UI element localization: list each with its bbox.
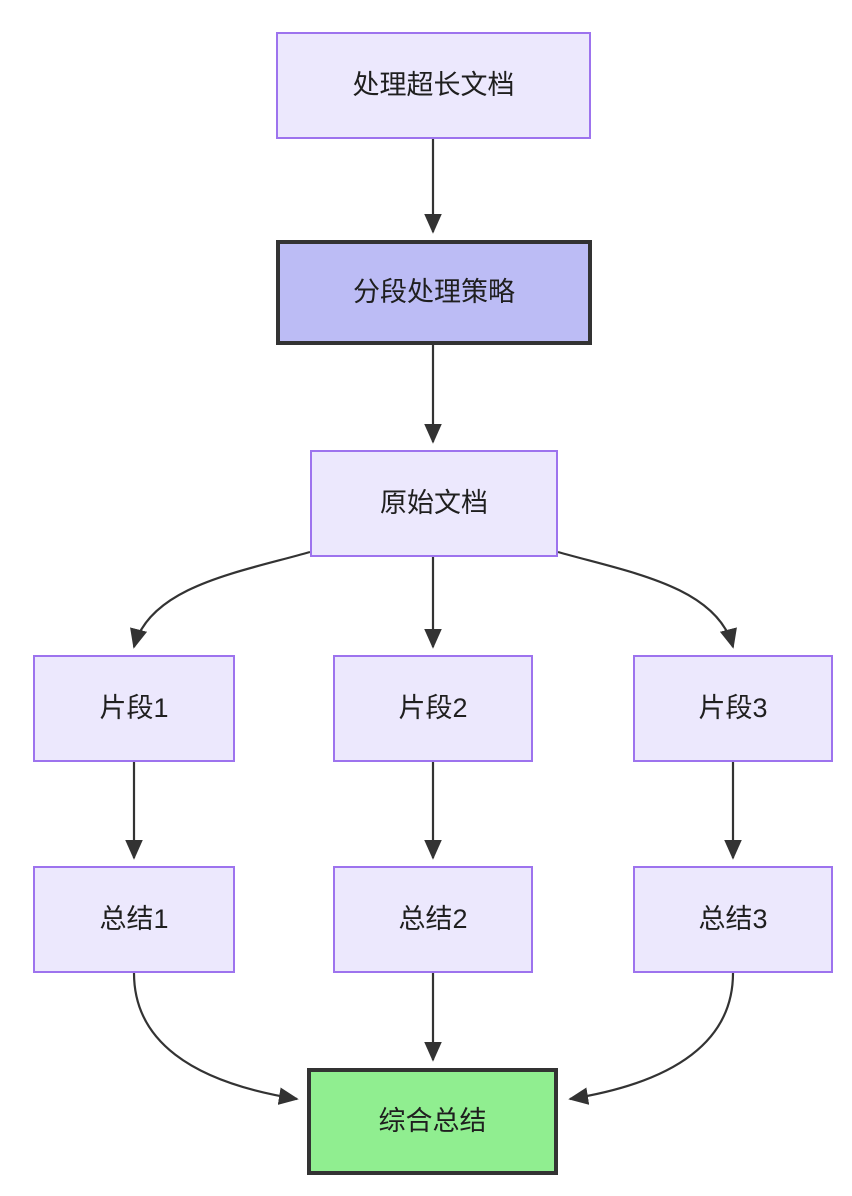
node-summary-1-label: 总结1 bbox=[99, 904, 169, 935]
node-fragment-1-label: 片段1 bbox=[99, 693, 169, 724]
edge-source-document-to-fragment-1 bbox=[130, 550, 311, 649]
node-final-summary-label: 综合总结 bbox=[378, 1106, 487, 1137]
node-fragment-2-label: 片段2 bbox=[398, 693, 468, 724]
node-source-document-label: 原始文档 bbox=[380, 488, 488, 519]
node-fragment-3-label: 片段3 bbox=[698, 693, 768, 724]
node-fragment-1[interactable]: 片段1 bbox=[33, 655, 235, 762]
node-summary-2[interactable]: 总结2 bbox=[333, 866, 533, 973]
node-long-document[interactable]: 处理超长文档 bbox=[276, 32, 591, 139]
node-final-summary[interactable]: 综合总结 bbox=[307, 1068, 558, 1175]
node-summary-3-label: 总结3 bbox=[698, 904, 768, 935]
node-summary-3[interactable]: 总结3 bbox=[633, 866, 833, 973]
edge-summary-3-to-final-summary bbox=[568, 972, 735, 1105]
node-fragment-3[interactable]: 片段3 bbox=[633, 655, 833, 762]
node-summary-1[interactable]: 总结1 bbox=[33, 866, 235, 973]
edge-summary-1-to-final-summary bbox=[132, 972, 299, 1105]
node-long-document-label: 处理超长文档 bbox=[352, 70, 515, 101]
node-chunking-strategy-label: 分段处理策略 bbox=[353, 277, 515, 308]
node-fragment-2[interactable]: 片段2 bbox=[333, 655, 533, 762]
node-summary-2-label: 总结2 bbox=[398, 904, 468, 935]
node-chunking-strategy[interactable]: 分段处理策略 bbox=[276, 240, 592, 345]
node-source-document[interactable]: 原始文档 bbox=[310, 450, 558, 557]
edge-source-document-to-fragment-3 bbox=[557, 550, 737, 649]
